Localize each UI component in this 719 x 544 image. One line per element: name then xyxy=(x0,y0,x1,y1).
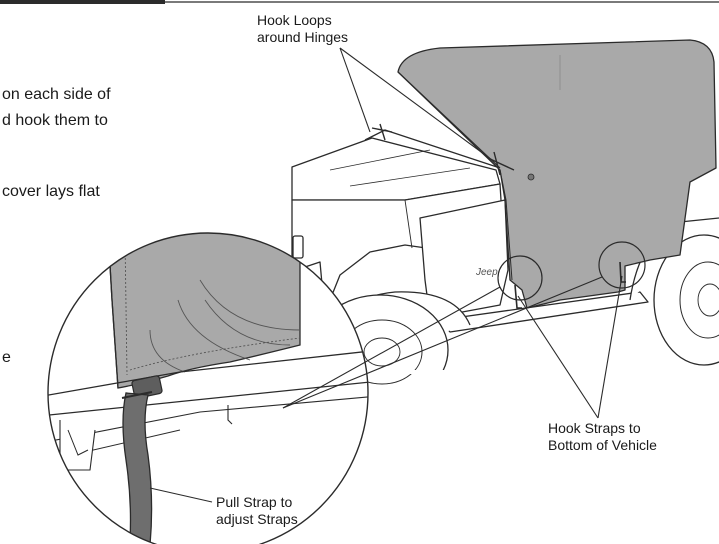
pointer-pull-strap xyxy=(149,487,213,503)
instruction-line-3: cover lays flat xyxy=(2,183,100,200)
strap-hook-front xyxy=(514,284,522,309)
callout-pull-strap-line1: Pull Strap to xyxy=(216,494,293,510)
vehicle-cover xyxy=(397,39,717,309)
callout-pull-strap-line2: adjust Straps xyxy=(216,511,298,527)
callout-hook-loops-line1: Hook Loops xyxy=(257,12,332,28)
pointer-hook-straps-2 xyxy=(597,275,623,419)
magnifier-circle xyxy=(47,232,369,544)
hinge-hook-right xyxy=(487,151,515,176)
instruction-line-1: on each side of xyxy=(2,86,111,103)
hinge-hook-left xyxy=(371,123,393,141)
cover-grommet xyxy=(527,173,535,181)
pull-strap xyxy=(122,392,153,544)
magnifier-leader-rear xyxy=(282,276,603,409)
pointer-hook-loops-1 xyxy=(339,47,371,133)
callout-hook-straps-line1: Hook Straps to xyxy=(548,420,641,436)
detail-circle-rear xyxy=(598,241,646,289)
instruction-line-2: d hook them to xyxy=(2,112,108,129)
callout-hook-loops-line2: around Hinges xyxy=(257,29,349,45)
callout-hook-straps: Hook Straps to Bottom of Vehicle xyxy=(548,420,657,454)
callout-hook-loops: Hook Loops around Hinges xyxy=(257,12,348,46)
callout-hook-straps-line2: Bottom of Vehicle xyxy=(548,437,657,453)
pointer-hook-straps-1 xyxy=(517,295,599,419)
header-bar xyxy=(0,0,165,4)
jeep-badge: Jeep xyxy=(475,267,498,278)
magnified-detail xyxy=(48,233,368,544)
magnifier-leader-front xyxy=(282,286,501,409)
callout-pull-strap: Pull Strap to adjust Straps xyxy=(216,494,298,528)
instruction-line-4: e xyxy=(2,349,11,366)
pointer-hook-loops-2 xyxy=(339,47,493,161)
